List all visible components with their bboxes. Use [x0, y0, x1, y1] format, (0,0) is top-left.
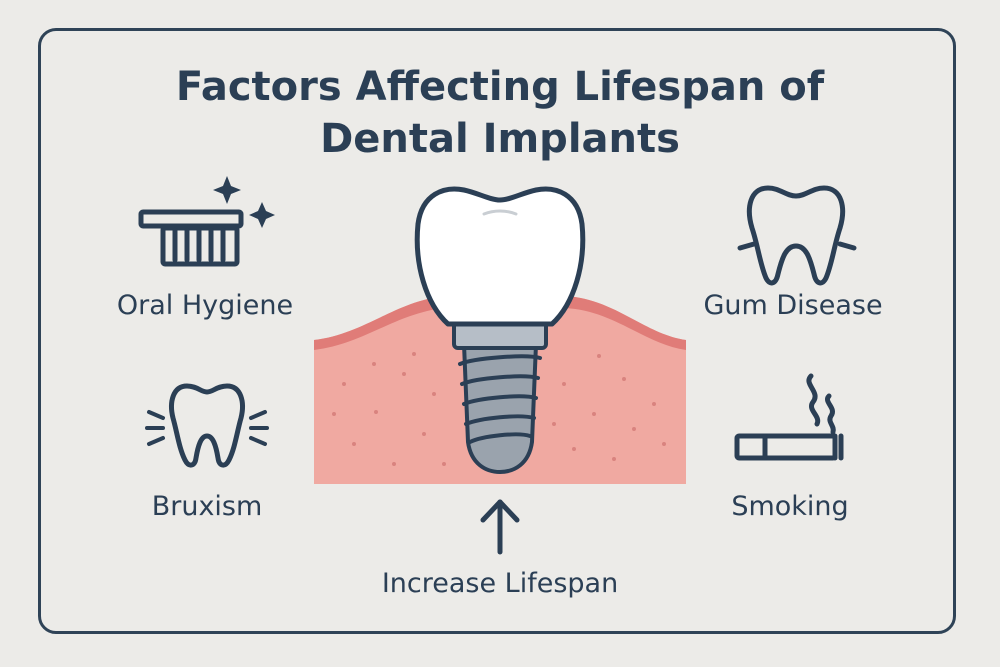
increase-lifespan-label: Increase Lifespan — [381, 568, 619, 599]
screw-threads — [458, 354, 542, 444]
tooth-icon — [737, 185, 857, 286]
gum-disease-label: Gum Disease — [703, 290, 883, 321]
gum-edge — [314, 296, 686, 350]
title-line-1: Factors Affecting Lifespan of — [175, 64, 825, 110]
sparkle-icon — [249, 202, 275, 228]
dental-implant-illustration — [314, 186, 686, 484]
bruxism-label: Bruxism — [151, 491, 263, 522]
toothbrush-icon — [138, 176, 275, 267]
smoking-label: Smoking — [731, 491, 849, 522]
title-line-2: Dental Implants — [320, 116, 680, 162]
diagram-frame — [38, 28, 956, 634]
implant-screw — [461, 342, 539, 475]
sparkle-icon — [213, 176, 241, 204]
smoke-icon — [825, 393, 836, 435]
oral-hygiene-label: Oral Hygiene — [116, 290, 294, 321]
cigarette-icon — [734, 373, 844, 461]
arrow-up-icon — [480, 499, 520, 555]
grinding-tooth-icon — [145, 383, 269, 468]
smoke-icon — [806, 373, 821, 427]
implant-crown — [414, 186, 586, 327]
gum-texture — [332, 352, 666, 466]
